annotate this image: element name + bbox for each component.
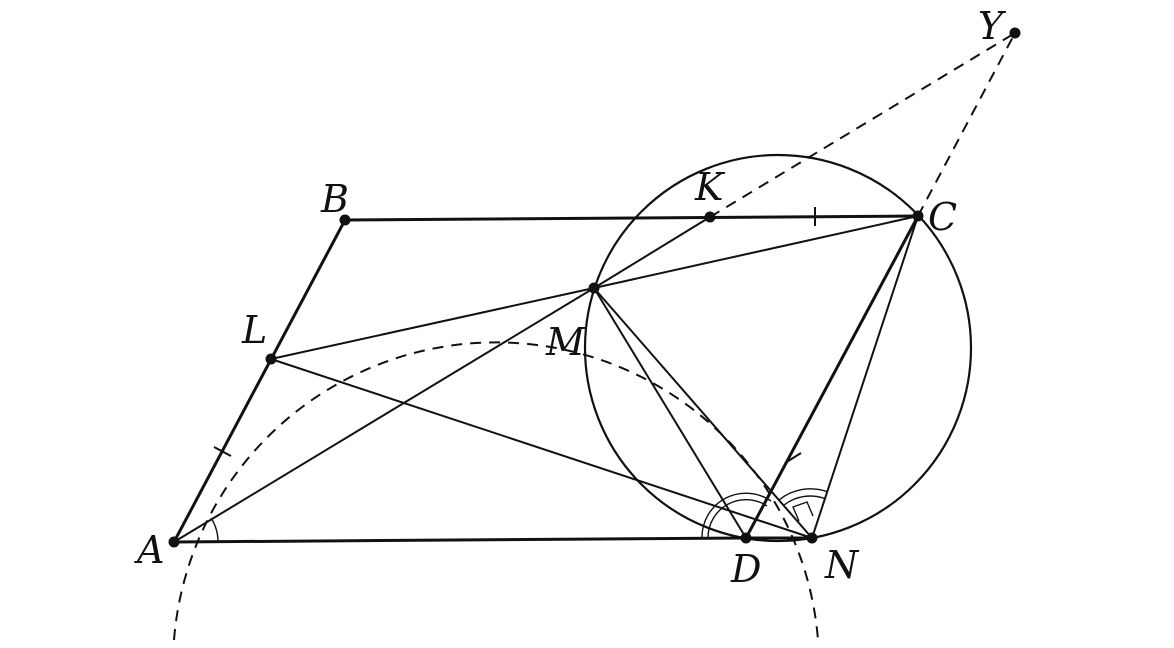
label-K: K [694,165,726,209]
point-C [912,210,924,222]
segment-AM [173,287,595,543]
segment-LN [270,358,813,539]
label-N: N [824,543,860,587]
side-CD [744,215,920,539]
side-AB [172,219,347,543]
angle-mark-D-outer [701,492,772,539]
segment-MC [593,215,919,289]
point-A [168,536,180,548]
segment-LM [270,287,595,360]
label-A: A [134,528,164,572]
label-L: L [241,308,267,352]
label-B: B [320,177,349,221]
angle-mark-A [210,517,219,543]
point-B [339,214,351,226]
right-angle-mark-N [792,501,814,522]
segment-MK [593,216,711,289]
point-Y [1009,27,1021,39]
point-M [588,282,600,294]
point-K [704,211,716,223]
segment-MN [593,287,813,539]
label-D: D [730,547,761,591]
point-L [265,353,277,365]
angle-mark-D-inner [707,499,768,539]
label-M: M [545,320,586,364]
point-D [740,532,752,544]
tick-mark-arc [784,452,802,464]
angle-mark-N-outer [778,488,829,501]
dashed-line-CY [917,32,1016,217]
side-AD [173,536,747,544]
label-C: C [928,195,957,239]
segment-MD [593,287,747,539]
dashed-arc-center-D [173,341,819,641]
point-N [806,532,818,544]
angle-mark-N-inner [783,495,827,506]
label-Y: Y [978,4,1007,48]
side-BC [344,214,919,222]
circumcircle-MCND [583,153,973,543]
tick-mark-AL [213,446,232,457]
segment-CN [811,215,919,539]
dashed-line-KY [709,32,1016,218]
